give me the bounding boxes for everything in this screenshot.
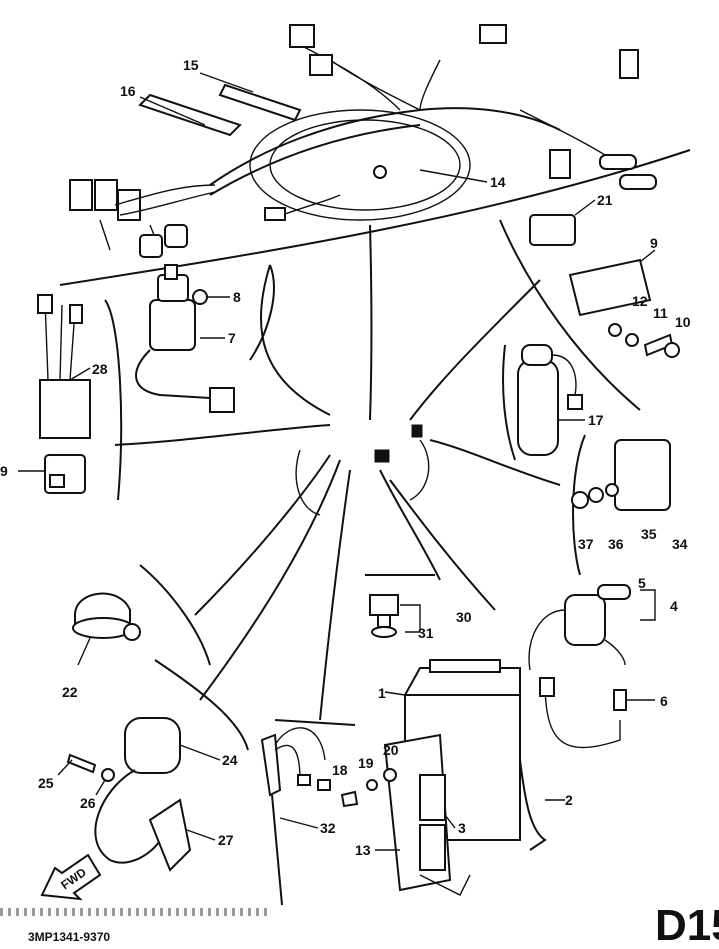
callout: 19 [358, 755, 374, 771]
callout: 17 [588, 412, 604, 428]
callout: 28 [92, 361, 108, 377]
wire-harness [59, 24, 691, 286]
callout: 2 [565, 792, 573, 808]
callout: 7 [228, 330, 236, 346]
callout: 1 [378, 685, 386, 701]
callout: 8 [233, 289, 241, 305]
drawing-code: 3MP1341-9370 [28, 930, 110, 944]
callout: 26 [80, 795, 96, 811]
callout: 4 [670, 598, 678, 614]
callout: 25 [38, 775, 54, 791]
callout: 21 [597, 192, 613, 208]
callout: 9 [650, 235, 658, 251]
callout: 3 [458, 820, 466, 836]
callout: 37 [578, 536, 594, 552]
callout: 34 [672, 536, 688, 552]
callout: 27 [218, 832, 234, 848]
callout: 9 [0, 463, 8, 479]
callout: 5 [638, 575, 646, 591]
callout: 11 [653, 305, 668, 321]
callout: 6 [660, 693, 668, 709]
ignition-switch [135, 264, 235, 413]
callout-labels: 1 2 3 4 5 6 7 8 9 10 11 12 13 14 15 16 1… [0, 57, 691, 858]
callout: 16 [120, 83, 136, 99]
callout: 31 [418, 625, 434, 641]
callout: 32 [320, 820, 336, 836]
callout: 36 [608, 536, 624, 552]
callout: 20 [383, 742, 399, 758]
callout: 18 [332, 762, 348, 778]
callout: 24 [222, 752, 238, 768]
callout: 15 [183, 57, 199, 73]
callout: 30 [456, 609, 472, 625]
page-code: D15 [655, 901, 719, 949]
callout: 13 [355, 842, 371, 858]
callout: 35 [641, 526, 657, 542]
callout: 12 [632, 293, 648, 309]
leader-lines [114, 224, 561, 721]
callout: 10 [675, 314, 691, 330]
relay [39, 379, 91, 439]
callout: 22 [62, 684, 78, 700]
forward-arrow: FWD [40, 853, 102, 901]
callout: 14 [490, 174, 506, 190]
